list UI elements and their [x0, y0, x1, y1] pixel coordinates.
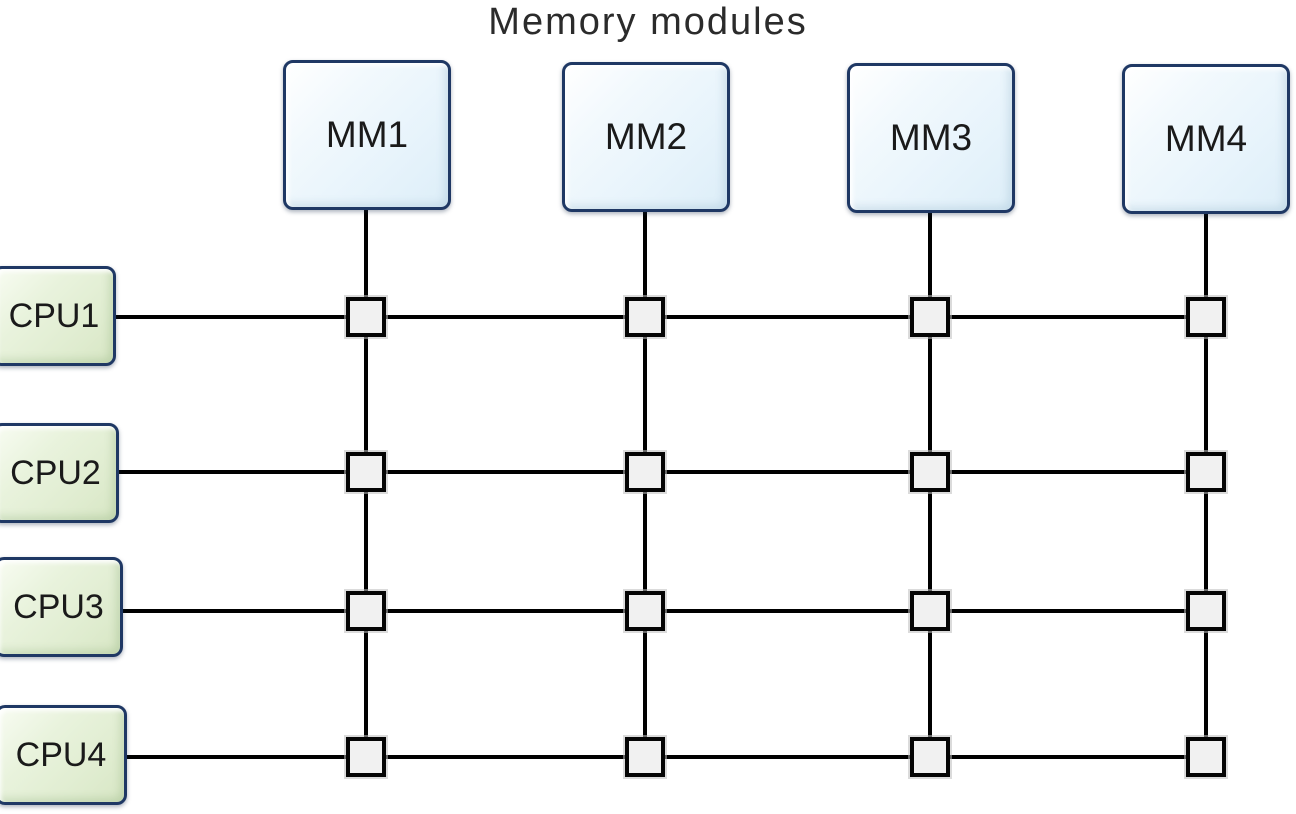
crosspoint-switch-r4c3: [910, 737, 950, 777]
crosspoint-switch-r1c4: [1186, 297, 1226, 337]
crosspoint-switch-r3c3: [910, 591, 950, 631]
crosspoint-switch-r2c2: [625, 452, 665, 492]
crosspoint-switch-r2c1: [346, 452, 386, 492]
crosspoint-switch-r1c1: [346, 297, 386, 337]
cpu4-label: CPU4: [15, 735, 107, 774]
crosspoint-switch-r3c1: [346, 591, 386, 631]
cpu3-label: CPU3: [13, 587, 104, 626]
memory-module-mm1: MM1: [283, 60, 451, 210]
crosspoint-switch-r4c4: [1186, 737, 1226, 777]
cpu1-label: CPU1: [8, 296, 100, 335]
cpu2-label: CPU2: [10, 453, 101, 492]
crosspoint-switch-r2c3: [910, 452, 950, 492]
crosspoint-switch-r2c4: [1186, 452, 1226, 492]
cpu-box-cpu1: CPU1: [0, 266, 116, 366]
crosspoint-switch-r3c2: [625, 591, 665, 631]
memory-module-mm2: MM2: [562, 62, 730, 212]
crosspoint-switch-r4c1: [346, 737, 386, 777]
crosspoint-switch-r4c2: [625, 737, 665, 777]
mm2-label: MM2: [604, 116, 688, 157]
cpu-box-cpu2: CPU2: [0, 423, 119, 523]
mm1-label: MM1: [325, 114, 409, 155]
memory-module-mm3: MM3: [847, 63, 1015, 213]
mm4-label: MM4: [1164, 118, 1248, 159]
memory-module-mm4: MM4: [1122, 64, 1290, 214]
cpu-box-cpu3: CPU3: [0, 557, 123, 657]
cpu-box-cpu4: CPU4: [0, 705, 127, 805]
mm3-label: MM3: [889, 117, 973, 158]
crosspoint-switch-r1c3: [910, 297, 950, 337]
crosspoint-switch-r3c4: [1186, 591, 1226, 631]
crosspoint-switch-r1c2: [625, 297, 665, 337]
diagram-title: Memory modules: [488, 1, 808, 43]
